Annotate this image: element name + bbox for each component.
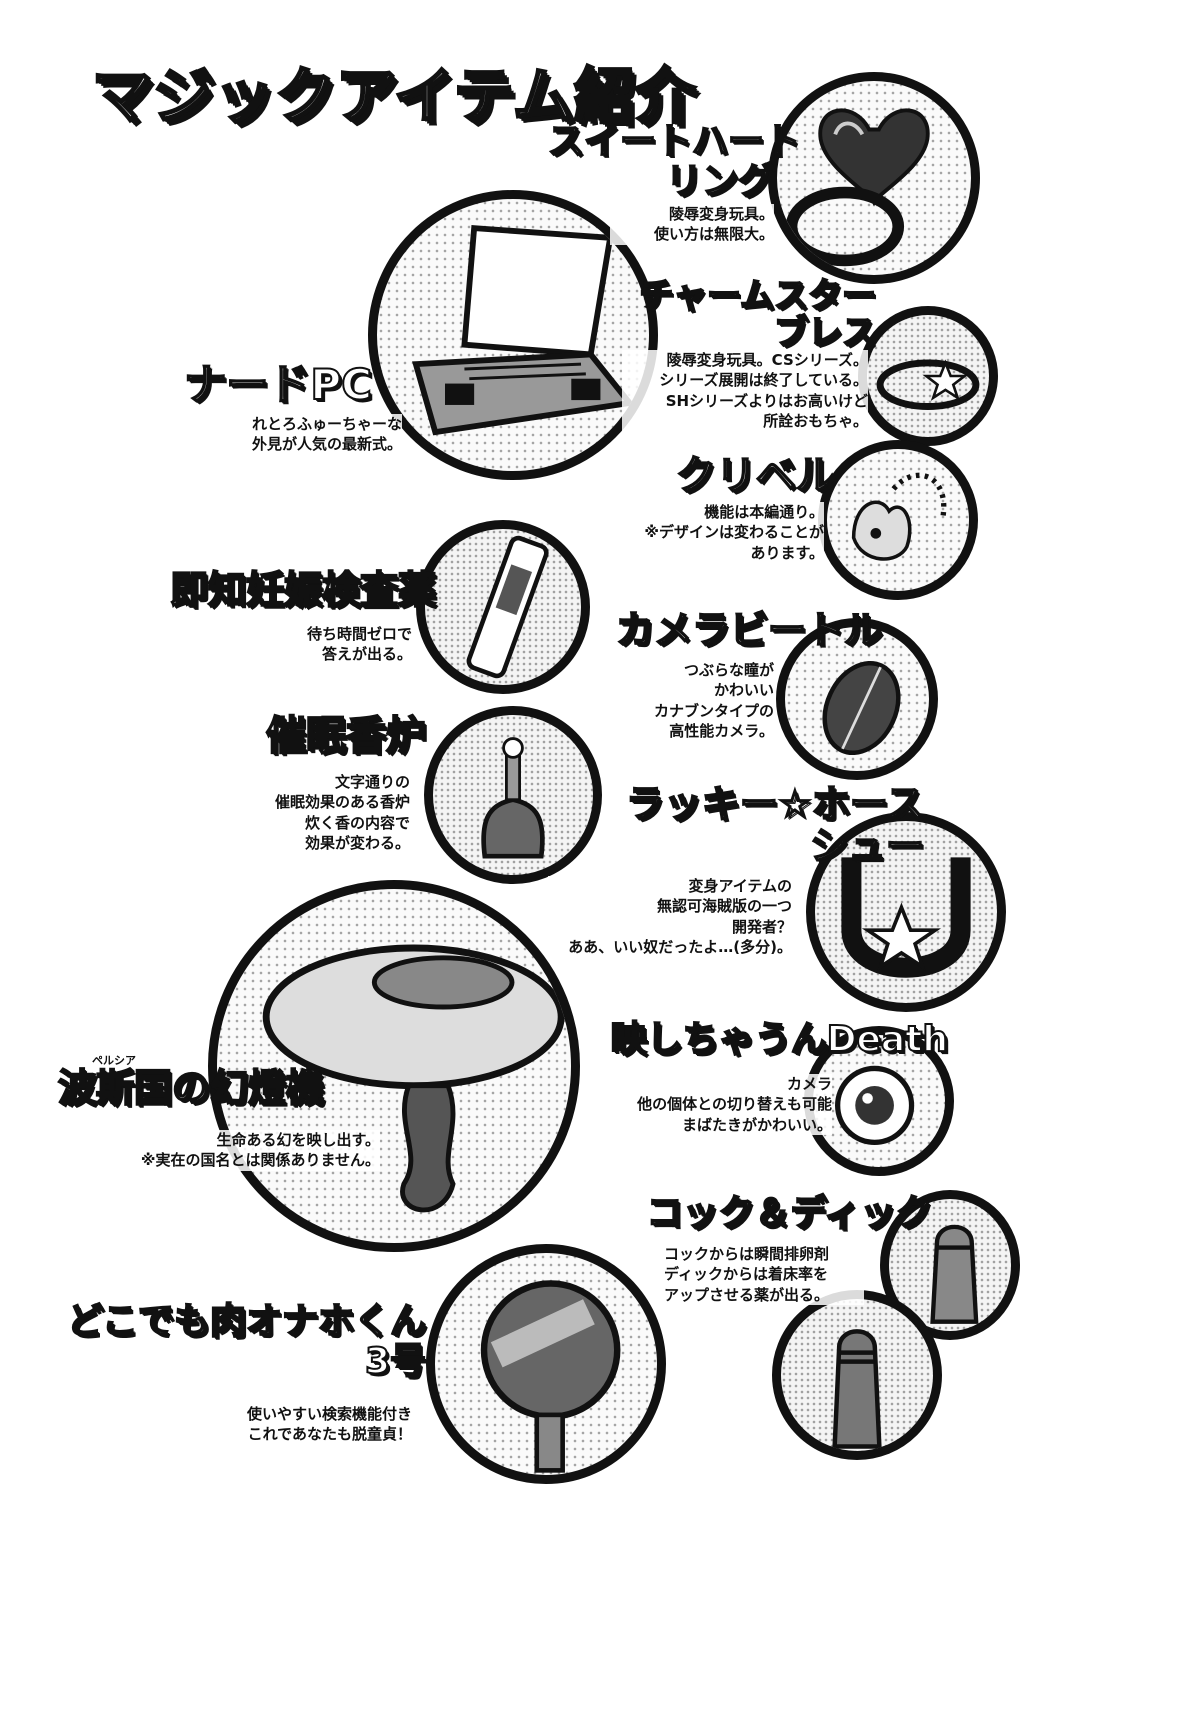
item-desc-charm-star-bless: 陵辱変身玩具。CSシリーズ。 シリーズ展開は終了している。 SHシリーズよりはお…	[622, 350, 868, 431]
page-title: マジックアイテム紹介	[91, 61, 697, 134]
incense-burner-icon	[481, 737, 545, 859]
item-desc-pregnancy-test: 待ち時間ゼロで 答えが出る。	[270, 624, 412, 665]
item-desc-persian-lantern: 生命ある幻を映し出す。 ※実在の国名とは関係ありません。	[98, 1130, 380, 1171]
item-desc-cock-and-dick: コックからは瞬間排卵剤 ディックからは着床率を アップさせる薬が出る。	[664, 1244, 864, 1305]
item-name-persian-lantern: 波斯国の幻燈機	[57, 1066, 325, 1110]
item-name-nerd-pc: ナードPC	[183, 360, 373, 409]
item-desc-kuribell: 機能は本編通り。 ※デザインは変わることが あります。	[612, 502, 824, 563]
horseshoe-star-icon	[841, 857, 971, 978]
laptop-icon	[412, 225, 636, 436]
item-desc-lucky-horseshoe: 変身アイテムの 無認可海賊版の一つ 開発者？ ああ、いい奴だったよ…(多分)。	[548, 876, 792, 957]
item-name-cock-and-dick: コック＆ディック	[646, 1193, 933, 1234]
dick-item-illustration	[772, 1290, 942, 1460]
mirror-illustration	[426, 1244, 666, 1484]
lucky-horseshoe-illustration	[806, 812, 1006, 1012]
bell-charm-icon	[851, 472, 947, 561]
lantern-icon	[262, 944, 565, 1213]
eye-camera-icon	[835, 1065, 915, 1145]
pregnancy-test-illustration	[416, 520, 590, 694]
item-name-dokodemo-onaho: どこでも肉オナホくん 3号	[66, 1301, 427, 1382]
item-name-hypnosis-incense: 催眠香炉	[265, 713, 427, 759]
test-stick-icon	[466, 535, 549, 679]
item-desc-nerd-pc: れとろふゅーちゃーな 外見が人気の最新式。	[206, 414, 402, 455]
charm-star-bracelet-illustration	[858, 306, 998, 446]
hypnosis-incense-illustration	[424, 706, 602, 884]
item-name-utsushi-death: 映しちゃうんDeath	[610, 1019, 949, 1060]
cock-bottle-icon	[930, 1224, 979, 1324]
kuribell-illustration	[818, 440, 978, 600]
heart-ring-icon	[785, 108, 930, 267]
item-name-pregnancy-test: 即知妊娠検査薬	[169, 568, 437, 612]
hand-mirror-icon	[480, 1280, 621, 1473]
item-name-charm-star-bless: チャームスター ブレス	[638, 276, 877, 354]
item-desc-camera-beetle: つぶらな瞳が かわいい カナブンタイプの 高性能カメラ。	[650, 660, 774, 741]
utsushi-death-camera-illustration	[804, 1026, 954, 1176]
item-desc-hypnosis-incense: 文字通りの 催眠効果のある香炉 炊く香の内容で 効果が変わる。	[250, 772, 410, 853]
item-name-kuribell: クリベル	[675, 453, 837, 499]
sweetheart-ring-illustration	[768, 72, 980, 284]
beetle-icon	[822, 660, 901, 756]
item-name-camera-beetle: カメラビートル	[615, 608, 883, 652]
item-desc-utsushi-death: カメラ 他の個体との切り替えも可能 まばたきがかわいい。	[586, 1074, 832, 1135]
item-name-lucky-horseshoe: ラッキー☆ホース シュー	[625, 782, 925, 868]
camera-beetle-illustration	[776, 618, 938, 780]
persian-lantern-illustration	[208, 880, 580, 1252]
dick-bottle-icon	[832, 1329, 882, 1449]
nerd-pc-illustration	[368, 190, 658, 480]
star-bracelet-icon	[876, 359, 980, 410]
item-desc-dokodemo-onaho: 使いやすい検索機能付き これであなたも脱童貞！	[206, 1404, 412, 1445]
item-desc-sweetheart-ring: 陵辱変身玩具。 使い方は無限大。	[610, 204, 774, 245]
item-name-sweetheart-ring: スイートハート リング	[547, 121, 801, 202]
item-ruby-persia: ペルシア	[92, 1054, 136, 1067]
